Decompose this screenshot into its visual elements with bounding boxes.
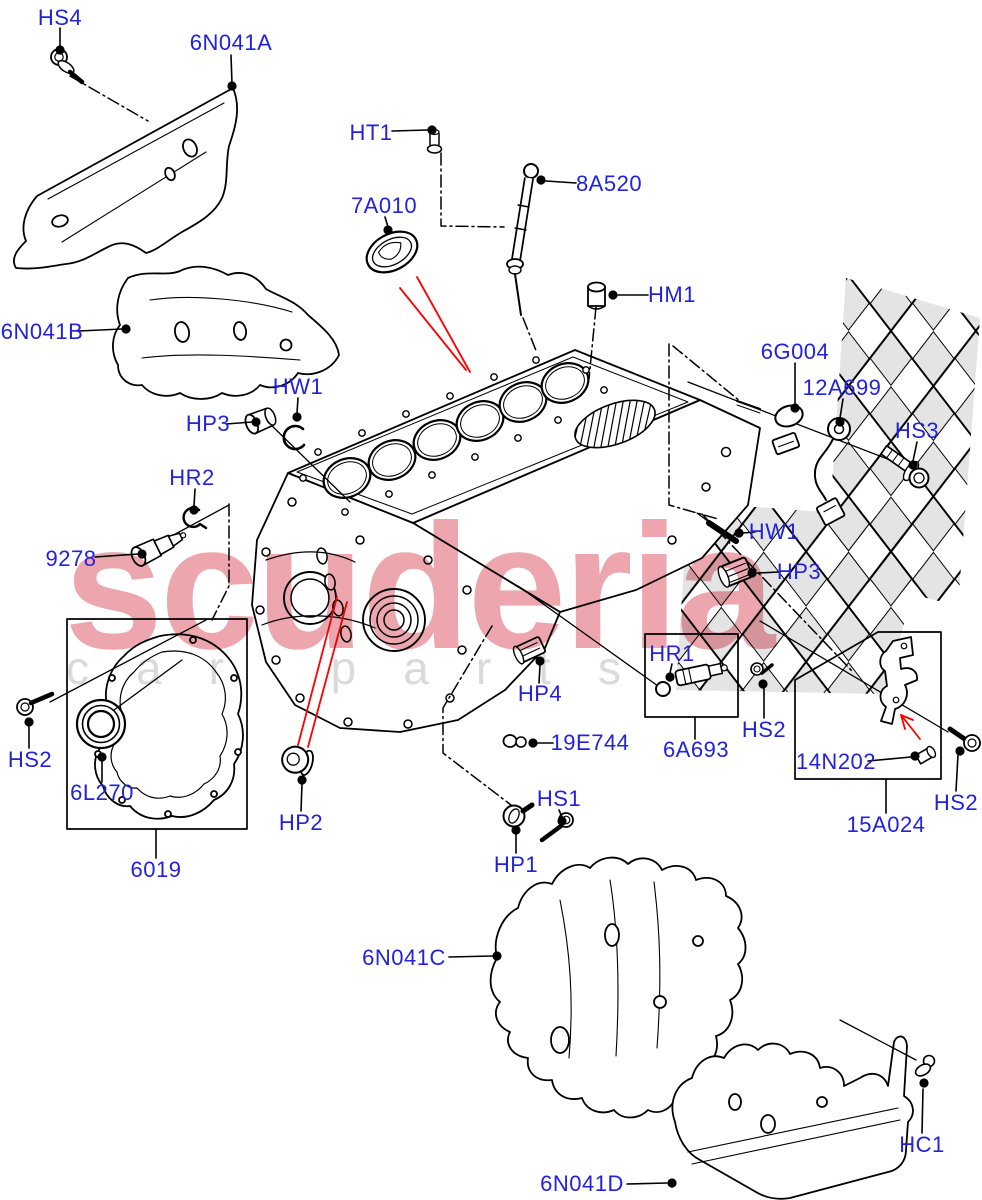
hex-bolt-icon-hs2-mid [750,662,774,676]
part-label-19e744[interactable]: 19E744 [550,730,630,755]
part-label-6a693[interactable]: 6A693 [662,737,730,762]
hex-bolt-icon-hs2-left [16,691,55,716]
checkered-flag-watermark [676,278,980,694]
part-label-hw1-right[interactable]: HW1 [748,519,800,544]
part-label-8a520[interactable]: 8A520 [575,171,643,196]
highlight-leader-lines [297,276,921,748]
part-label-ht1[interactable]: HT1 [349,120,393,145]
part-label-hs1[interactable]: HS1 [536,786,582,811]
watermark-brand: scuderia [64,487,775,686]
heat-shield-6n041d-art [671,1035,914,1200]
core-plug-icon-hp2 [281,745,314,776]
c-washer-icon-hw1-left [282,424,306,451]
group-box-6019 [66,618,248,830]
cup-plug-icon-hp3-left [244,407,277,435]
part-label-hs2-right[interactable]: HS2 [933,790,979,815]
group-boxes [66,618,942,830]
part-label-hs2-mid[interactable]: HS2 [741,717,787,742]
o-ring-icon-hr1 [655,681,671,697]
part-label-6n041a[interactable]: 6N041A [189,30,273,55]
heat-shield-6n041c-art [489,856,747,1119]
dipstick-tube-icon-8a520 [506,163,539,316]
leader-lines [28,27,959,1185]
part-label-6l270[interactable]: 6L270 [70,780,134,805]
dowel-pin-icon-hm1 [587,281,606,310]
heat-shield-6n041b-art [112,265,340,400]
part-label-hw1-left[interactable]: HW1 [272,374,324,399]
part-label-12a699[interactable]: 12A699 [802,375,882,400]
part-label-hs3[interactable]: HS3 [894,418,940,443]
part-label-6n041b[interactable]: 6N041B [0,319,84,344]
part-label-hp2[interactable]: HP2 [278,810,324,835]
part-label-6n041d[interactable]: 6N041D [540,1171,624,1196]
crank-seal-6l270-icon [75,698,127,750]
cylinder-bores [322,362,590,499]
part-label-hp1[interactable]: HP1 [493,852,539,877]
heat-shield-6n041a-art [13,87,238,270]
part-label-14n202[interactable]: 14N202 [795,749,877,774]
part-label-7a010[interactable]: 7A010 [350,193,418,218]
cup-plug-icon-hp3-right [717,556,753,588]
part-label-hm1[interactable]: HM1 [648,282,696,307]
leader-dots [24,45,965,1188]
part-label-hp3-left[interactable]: HP3 [185,411,231,436]
hex-bolt-icon-hs4 [50,48,85,85]
hex-bolt-icon-hs2-right [947,726,981,752]
oval-gasket-icon-7a010 [365,230,419,274]
part-label-15a024[interactable]: 15A024 [846,812,926,837]
part-label-hp3-right[interactable]: HP3 [776,559,822,584]
watermark-tagline: car parts [66,642,668,694]
bracket-icon-15a024 [879,636,918,725]
part-label-hs2-left[interactable]: HS2 [7,747,53,772]
push-clip-icon-hc1 [914,1054,936,1077]
part-label-hr2[interactable]: HR2 [169,465,215,490]
part-label-hs4[interactable]: HS4 [37,5,83,30]
hex-bolt-icon-hs3 [880,444,930,489]
group-box-6a693 [644,633,739,718]
hex-bolt-icon-hs1 [539,812,574,843]
gasket-holes [299,356,608,516]
part-label-6019[interactable]: 6019 [130,857,182,882]
dash-dot-lines [69,75,853,806]
sensor-icon-6a693 [674,662,728,687]
part-label-9278[interactable]: 9278 [45,546,97,571]
group-box-15a024 [794,631,942,780]
oil-jet-icon-19e744 [502,734,527,748]
core-plug-icon-hp4 [512,636,546,665]
part-label-6n041c[interactable]: 6N041C [362,945,446,970]
part-label-hr1[interactable]: HR1 [649,641,695,666]
stud-pin-icon-14n202 [914,745,937,765]
pin-icon-hw1-right [706,520,739,544]
part-label-hp4[interactable]: HP4 [517,681,563,706]
oil-pressure-switch-icon-9278 [130,532,187,567]
front-face-details [255,446,732,729]
blanking-plug-icon-hp1 [502,802,535,828]
part-label-6g004[interactable]: 6G004 [760,339,830,364]
part-label-hc1[interactable]: HC1 [899,1132,945,1157]
timing-cover-gasket-icon [94,633,244,820]
